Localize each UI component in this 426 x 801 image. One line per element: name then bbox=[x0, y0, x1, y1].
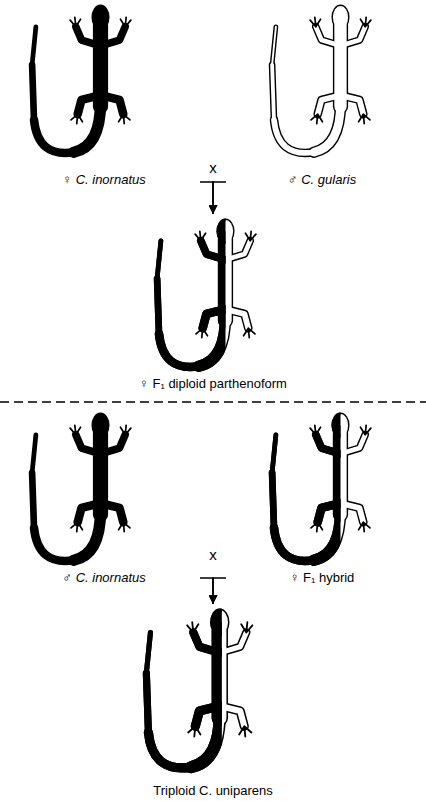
lizard-outline bbox=[146, 610, 246, 768]
lizard-body bbox=[32, 414, 125, 561]
lizard-node: ♂ C. gularis bbox=[226, 2, 418, 188]
lizard-outline bbox=[157, 220, 250, 367]
cross-symbol: x bbox=[193, 160, 233, 176]
dashed-divider bbox=[0, 401, 426, 403]
lizard-node: ♀ F₁ diploid parthenoform bbox=[100, 214, 326, 392]
cross-arrow bbox=[200, 182, 213, 214]
cross-symbol: x bbox=[193, 547, 233, 563]
lizard-body bbox=[272, 414, 365, 561]
lizard-node: Triploid C. uniparens bbox=[100, 604, 326, 799]
black-lizard bbox=[32, 414, 131, 561]
black-part bbox=[146, 610, 221, 768]
cross-arrow bbox=[213, 578, 226, 604]
lizard-body bbox=[157, 220, 250, 367]
lizard-body bbox=[157, 220, 225, 367]
white-lizard bbox=[272, 6, 371, 153]
lizard-body bbox=[146, 610, 221, 768]
species-label: ♂ C. gularis bbox=[286, 172, 358, 188]
lizard-outline bbox=[272, 414, 365, 561]
lizard-toes bbox=[70, 17, 131, 123]
half-lizard bbox=[157, 220, 256, 367]
black-lizard bbox=[32, 6, 131, 153]
species-label: ♀ F₁ diploid parthenoform bbox=[137, 376, 289, 392]
lizard-outline bbox=[272, 6, 365, 153]
cross-arrow bbox=[213, 182, 226, 214]
cross-arrow bbox=[200, 578, 213, 604]
lizard-toes bbox=[310, 17, 371, 123]
species-label: ♀ C. inornatus bbox=[60, 172, 147, 188]
black-half bbox=[272, 414, 340, 561]
lizard-body bbox=[32, 6, 125, 153]
triploid-lizard bbox=[146, 610, 252, 768]
lizard-body bbox=[272, 414, 340, 561]
species-label: ♀ F₁ hybrid bbox=[288, 570, 357, 586]
lizard-body bbox=[272, 6, 365, 153]
species-label: ♂ C. inornatus bbox=[60, 570, 147, 586]
lizard-toes bbox=[70, 425, 131, 531]
lizard-node: ♀ C. inornatus bbox=[8, 2, 200, 188]
species-label: Triploid C. uniparens bbox=[151, 783, 274, 799]
black-half bbox=[157, 220, 225, 367]
lizard-node: ♂ C. inornatus bbox=[8, 410, 200, 586]
lizard-node: ♀ F₁ hybrid bbox=[226, 410, 418, 586]
lizard-body bbox=[146, 610, 246, 768]
half-lizard bbox=[272, 414, 371, 561]
